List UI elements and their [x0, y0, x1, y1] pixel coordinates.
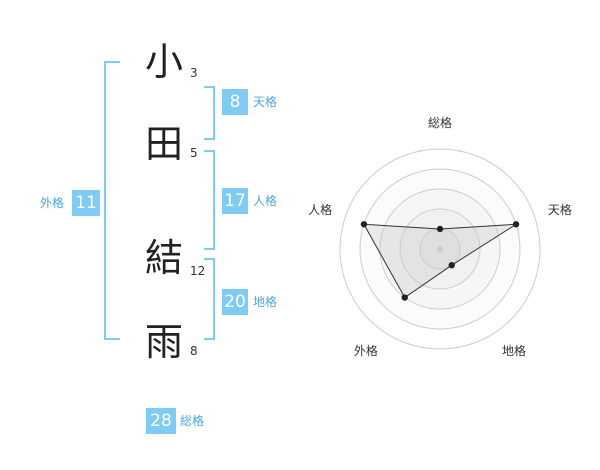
stroke-count-2: 5 [190, 146, 198, 160]
name-char-1: 小 [144, 40, 183, 84]
stroke-count-4: 8 [190, 344, 198, 358]
stroke-count-3: 12 [190, 264, 206, 278]
tenkaku-badge: 8 [222, 89, 248, 115]
radar-axis-label-4: 外格 [354, 343, 378, 358]
gaikaku-badge: 11 [72, 190, 100, 216]
soukaku-badge: 28 [146, 408, 176, 434]
jinkaku-label: 人格 [253, 194, 278, 208]
radar-center-dot [437, 246, 443, 252]
name-char-2: 田 [144, 122, 183, 166]
radar-point-2 [512, 221, 520, 228]
radar-series-polygon [363, 223, 517, 299]
tenkaku-label: 天格 [253, 95, 278, 109]
name-char-3: 結 [144, 236, 183, 280]
soukaku-label: 総格 [180, 414, 205, 428]
stroke-count-1: 3 [190, 66, 198, 80]
radar-point-3 [448, 261, 455, 269]
radar-point-4 [401, 294, 408, 301]
radar-point-5 [360, 221, 368, 228]
radar-axis-label-5: 人格 [308, 202, 332, 217]
chikaku-label: 地格 [253, 295, 278, 309]
radar-axis-label-2: 天格 [548, 202, 572, 217]
name-char-4: 雨 [144, 320, 183, 364]
radar-axis-label-1: 総格 [428, 115, 452, 130]
radar-axis-label-3: 地格 [502, 343, 526, 358]
radar-point-1 [436, 225, 444, 233]
gaikaku-label: 外格 [40, 196, 65, 210]
jinkaku-badge: 17 [222, 188, 248, 214]
chikaku-badge: 20 [222, 289, 248, 315]
